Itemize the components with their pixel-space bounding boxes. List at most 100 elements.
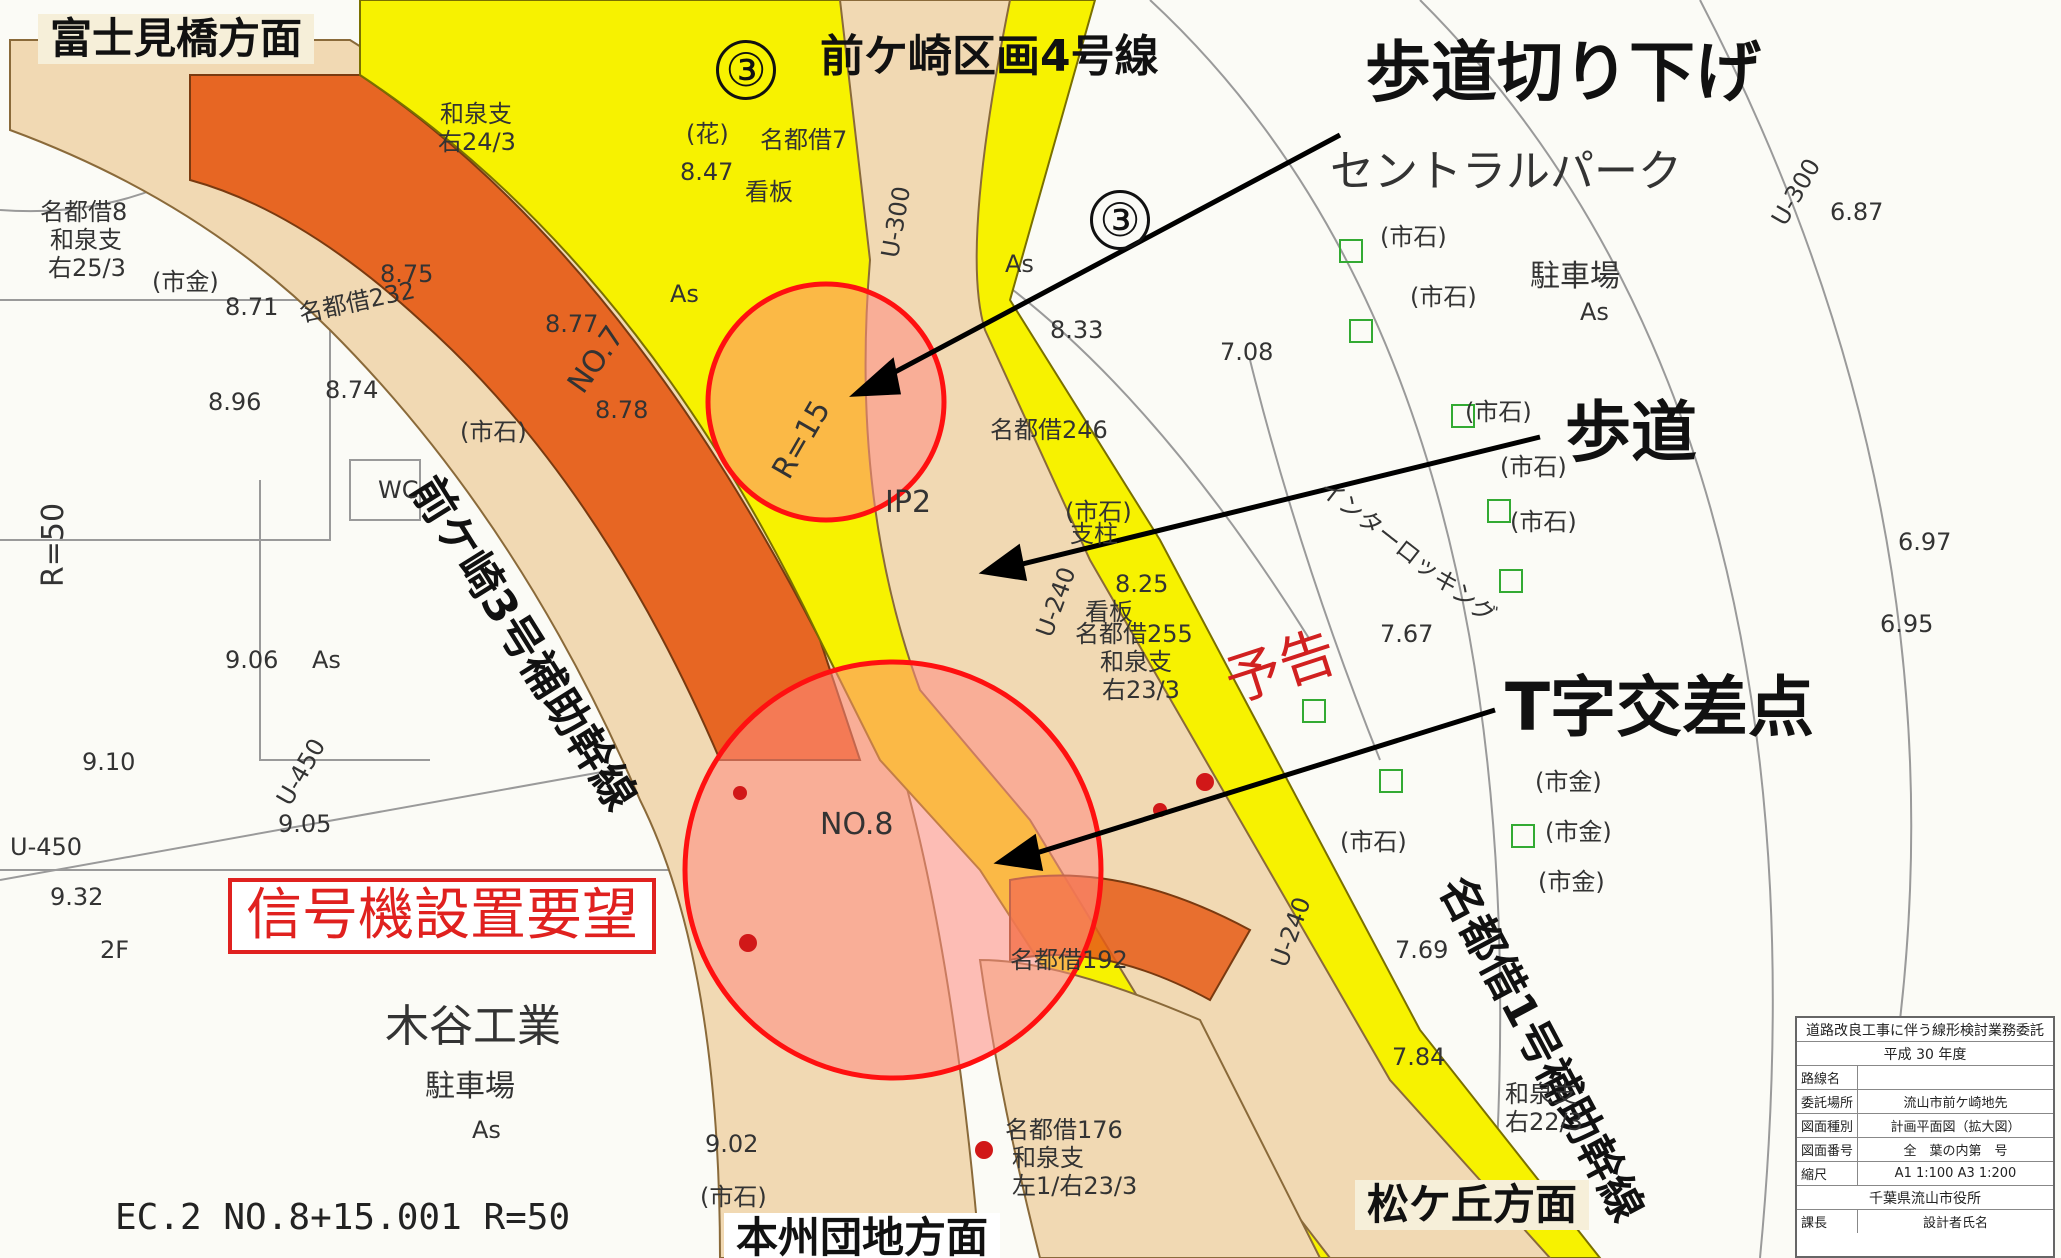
label-shichu: 支柱: [1070, 520, 1118, 548]
label-shiseki-4: (市石): [1465, 398, 1532, 426]
label-u450-2: U-450: [10, 833, 83, 861]
title-block-scale-val: A1 1:100 A3 1:200: [1894, 1166, 2017, 1181]
title-block-route-key: 路線名: [1797, 1066, 1858, 1089]
label-no8: NO.8: [820, 807, 894, 842]
elev-769: 7.69: [1395, 936, 1449, 964]
label-izumi-24: 和泉支: [440, 100, 512, 128]
circled-three-top: ③: [716, 40, 776, 100]
annotation-t-junction: T字交差点: [1505, 669, 1815, 746]
label-lot-8-sub: 和泉支: [50, 226, 122, 254]
title-block-no-row: 図面番号 全 葉の内第 号: [1797, 1138, 2053, 1162]
label-as-2: As: [1005, 250, 1034, 278]
ec-line-label: EC.2 NO.8+15.001 R=50: [115, 1197, 571, 1238]
title-block-year: 平成 30 年度: [1797, 1042, 2053, 1066]
circled-three-park: ③: [1090, 190, 1150, 250]
label-as-3: As: [312, 646, 341, 674]
annotation-curb-cut: 歩道切り下げ: [1365, 34, 1761, 111]
direction-fujimibashi: 富士見橋方面: [38, 14, 315, 64]
elev-784: 7.84: [1392, 1043, 1446, 1071]
elev-906: 9.06: [225, 646, 279, 674]
direction-honshu-danchi: 本州団地方面: [724, 1213, 1001, 1258]
label-shikin-2: (市金): [1535, 768, 1602, 796]
elev-697: 6.97: [1898, 528, 1952, 556]
title-block-type-row: 図面種別 計画平面図（拡大図）: [1797, 1114, 2053, 1138]
label-lot-192: 名都借192: [1010, 946, 1128, 974]
title-block-route-row: 路線名: [1797, 1066, 2053, 1090]
annotation-sidewalk: 歩道: [1565, 394, 1697, 471]
title-block-scale-key: 縮尺: [1797, 1162, 1858, 1185]
label-wc: WC: [378, 476, 419, 504]
elev-875: 8.75: [380, 260, 434, 288]
base-linework: [0, 0, 1913, 1258]
place-central-park: セントラルパーク: [1330, 146, 1682, 197]
survey-marks: [1302, 239, 1535, 848]
label-shikin-4: (市金): [1538, 868, 1605, 896]
label-shiseki-7: (市石): [1340, 828, 1407, 856]
elev-878: 8.78: [595, 396, 649, 424]
drawing-title-block: 道路改良工事に伴う線形検討業務委託 平成 30 年度 路線名 委託場所 流山市前…: [1795, 1016, 2055, 1258]
label-r50: R=50: [36, 502, 72, 588]
label-lot-8-sub2: 右25/3: [48, 254, 126, 282]
elev-874: 8.74: [325, 376, 379, 404]
label-hana: (花): [686, 120, 729, 148]
highlight-curb-cut: [705, 281, 947, 523]
label-ip2: IP2: [885, 485, 932, 520]
label-shikin-3: (市金): [1545, 818, 1612, 846]
title-block-place-key: 委託場所: [1797, 1090, 1858, 1113]
road-name-north: 前ケ崎区画4号線: [820, 31, 1159, 82]
elev-687: 6.87: [1830, 198, 1884, 226]
label-shiseki-2: (市石): [1380, 223, 1447, 251]
place-kitani-kogyo: 木谷工業: [385, 1001, 561, 1052]
title-block-no-val: 全 葉の内第 号: [1903, 1144, 2008, 1159]
title-block-scale-row: 縮尺 A1 1:100 A3 1:200: [1797, 1162, 2053, 1186]
elev-767: 7.67: [1380, 620, 1434, 648]
direction-matsugaoka: 松ケ丘方面: [1355, 1180, 1590, 1230]
label-lot-7: 名都借7: [760, 126, 848, 154]
label-as-4: As: [1580, 298, 1609, 326]
title-block-designer: 設計者氏名: [1922, 1216, 1988, 1231]
elev-695: 6.95: [1880, 610, 1934, 638]
label-shiseki-6: (市石): [1510, 508, 1577, 536]
title-block-sign-row: 課長 設計者氏名: [1797, 1210, 2053, 1233]
elev-871: 8.71: [225, 293, 279, 321]
label-lot-255-sub: 和泉支: [1100, 648, 1172, 676]
title-block-no-key: 図面番号: [1797, 1138, 1858, 1161]
label-shiseki-3: (市石): [1410, 283, 1477, 311]
label-lot-255-sub2: 右23/3: [1102, 676, 1180, 704]
elev-708: 7.08: [1220, 338, 1274, 366]
label-as-1: As: [670, 280, 699, 308]
label-kanban-1: 看板: [745, 178, 793, 206]
elev-825: 8.25: [1115, 570, 1169, 598]
label-lot-246: 名都借246: [990, 416, 1108, 444]
label-lot-22: 和泉支: [1505, 1080, 1577, 1108]
label-lot-176-sub: 和泉支: [1012, 1144, 1084, 1172]
elev-847: 8.47: [680, 158, 734, 186]
label-shikin-1: (市金): [152, 268, 219, 296]
place-central-park-parking: 駐車場: [1530, 259, 1620, 294]
label-lot-176-sub2: 左1/右23/3: [1012, 1172, 1138, 1200]
label-2f: 2F: [100, 936, 130, 964]
elev-833: 8.33: [1050, 316, 1104, 344]
title-block-office: 千葉県流山市役所: [1797, 1186, 2053, 1210]
label-as-5: As: [472, 1116, 501, 1144]
label-shiseki-5: (市石): [1500, 453, 1567, 481]
elev-910: 9.10: [82, 748, 136, 776]
elev-902: 9.02: [705, 1130, 759, 1158]
annotation-arrows: [849, 132, 1541, 872]
annotation-signal-request: 信号機設置要望: [228, 878, 656, 954]
title-block-chief: 課長: [1797, 1210, 1858, 1233]
label-lot-255: 名都借255: [1075, 620, 1193, 648]
label-izumi-24-sub: 右24/3: [438, 128, 516, 156]
highlight-t-junction: [682, 659, 1104, 1081]
title-block-place-val: 流山市前ケ崎地先: [1903, 1096, 2008, 1111]
elev-877: 8.77: [545, 310, 599, 338]
label-kanban-2: 看板: [1085, 598, 1133, 626]
label-shiseki-1: (市石): [460, 418, 527, 446]
title-block-type-key: 図面種別: [1797, 1114, 1858, 1137]
label-lot-8: 名都借8: [40, 198, 128, 226]
road-west-orange: [189, 74, 862, 761]
label-shiseki-8: (市石): [1065, 498, 1132, 526]
title-block-heading: 道路改良工事に伴う線形検討業務委託: [1797, 1018, 2053, 1042]
